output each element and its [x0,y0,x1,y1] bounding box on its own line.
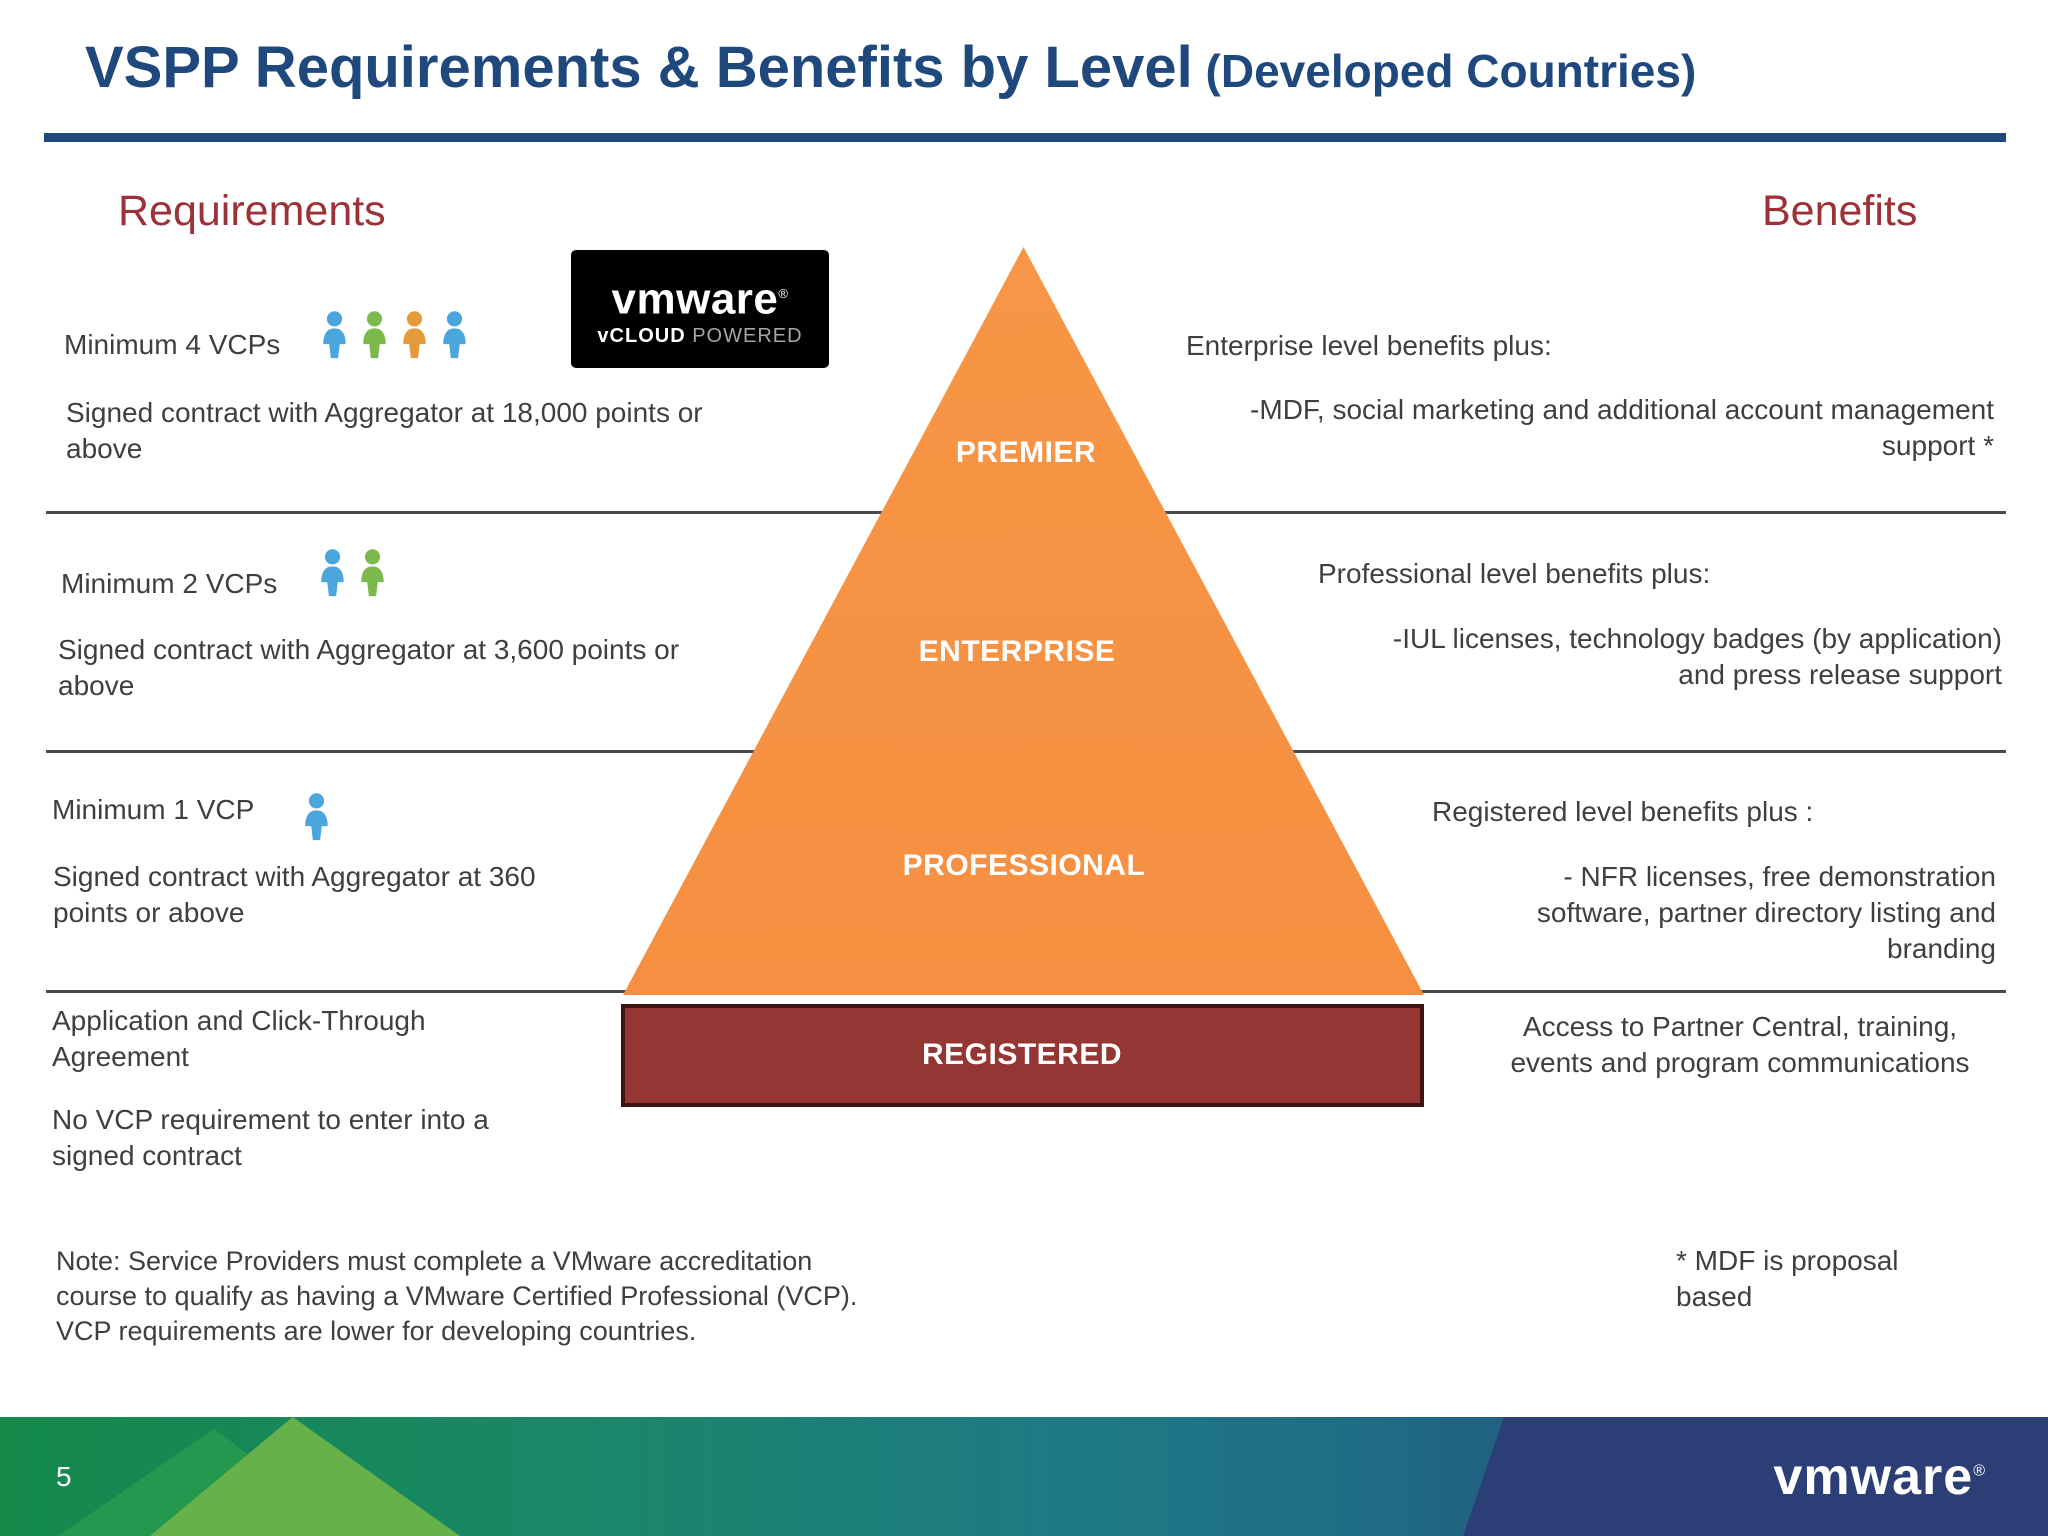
title-underline [44,133,2006,142]
level-label-registered: REGISTERED [921,1038,1123,1071]
registered-application-requirement: Application and Click-Through Agreement [52,1005,426,1072]
people-group-professional [300,792,333,842]
vcloud-tagline-rest: POWERED [685,325,803,348]
premier-contract-requirement: Signed contract with Aggregator at 18,00… [66,397,703,464]
vcp-note: Note: Service Providers must complete a … [56,1246,858,1346]
requirements-heading: Requirements [118,187,386,235]
vcloud-powered-logo: vmware® vCLOUD POWERED [571,250,829,368]
vmware-logo: vmware® [1774,1447,1986,1507]
registered-no-vcp-requirement: No VCP requirement to enter into a signe… [52,1104,489,1171]
person-icon [403,311,426,359]
person-icon [363,311,386,359]
vcloud-brand-text: vmware [611,274,779,324]
vcloud-logo-brand: vmware® [612,272,789,322]
people-group-premier [318,310,471,360]
vcloud-logo-tagline: vCLOUD POWERED [597,326,802,346]
benefits-heading: Benefits [1762,187,1918,235]
registered-mark: ® [1973,1462,1986,1480]
professional-benefits-detail: - NFR licenses, free demonstration softw… [1536,861,1996,964]
professional-benefits-header: Registered level benefits plus : [1432,796,1814,827]
enterprise-vcp-requirement: Minimum 2 VCPs [61,568,278,599]
professional-vcp-requirement: Minimum 1 VCP [52,794,255,825]
enterprise-contract-requirement: Signed contract with Aggregator at 3,600… [58,634,680,701]
person-icon [361,549,384,597]
vcloud-tagline-bold: vCLOUD [597,325,686,348]
professional-contract-requirement: Signed contract with Aggregator at 360 p… [53,861,536,928]
footer-navy-block [1463,1417,2048,1536]
premier-benefits-header: Enterprise level benefits plus: [1186,330,1552,361]
enterprise-benefits-header: Professional level benefits plus: [1318,558,1711,589]
registered-mark: ® [778,285,789,301]
level-label-premier: PREMIER [955,436,1097,469]
people-group-enterprise [316,548,389,598]
mdf-footnote: * MDF is proposal based [1676,1245,1899,1312]
person-icon [305,793,328,841]
page-title-main: VSPP Requirements & Benefits by Level [85,35,1193,100]
premier-benefits-detail: -MDF, social marketing and additional ac… [1250,394,1994,461]
footer-band: 5 vmware® [0,1417,2048,1536]
page-title-suffix: (Developed Countries) [1192,45,1697,97]
person-icon [321,549,344,597]
enterprise-benefits-detail: -IUL licenses, technology badges (by app… [1392,623,2002,690]
page-title: VSPP Requirements & Benefits by Level (D… [85,34,1696,101]
registered-benefits-detail: Access to Partner Central, training, eve… [1510,1011,1970,1078]
level-label-enterprise: ENTERPRISE [918,635,1116,668]
vmware-logo-text: vmware [1773,1447,1974,1506]
person-icon [323,311,346,359]
person-icon [443,311,466,359]
level-label-professional: PROFESSIONAL [902,849,1146,882]
registered-level-box [621,1004,1424,1107]
premier-vcp-requirement: Minimum 4 VCPs [64,329,281,360]
page-number: 5 [56,1460,72,1492]
